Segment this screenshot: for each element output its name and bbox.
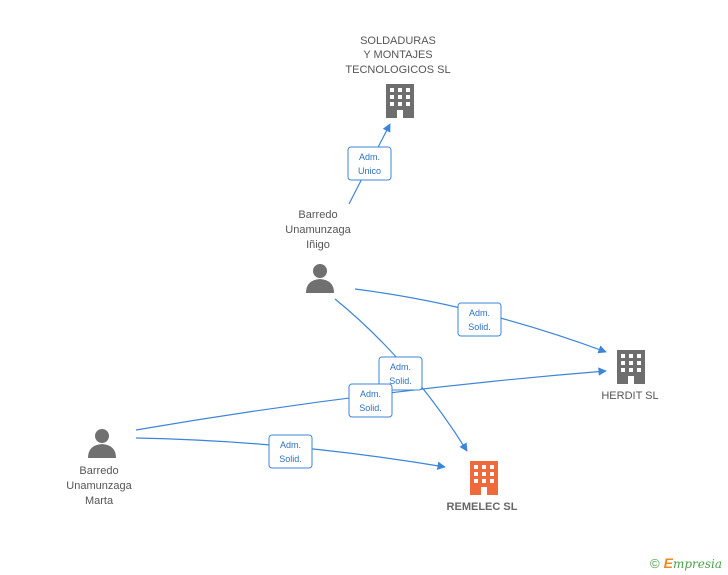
person-icon (88, 429, 116, 458)
edge-label-text: Adm. (469, 308, 490, 318)
edge-label-2[interactable]: Adm. Solid. (378, 356, 423, 391)
building-icon (617, 350, 645, 384)
edge-label-text: Solid. (279, 454, 302, 464)
edge-label-0[interactable]: Adm. Unico (347, 146, 392, 181)
node-label: Marta (85, 495, 114, 507)
building-icon (386, 84, 414, 118)
node-label: SOLDADURAS (360, 35, 436, 47)
edge-label-text: Unico (358, 166, 381, 176)
node-label: Y MONTAJES (363, 49, 432, 61)
person-icon (306, 264, 334, 293)
edge-label-4[interactable]: Adm. Solid. (268, 434, 313, 469)
node-label: Barredo (79, 465, 118, 477)
node-label: TECNOLOGICOS SL (345, 64, 450, 76)
node-marta[interactable]: Barredo Unamunzaga Marta (66, 429, 133, 507)
brand-logo[interactable]: Empresia (663, 555, 722, 571)
copyright-icon: © (650, 555, 660, 571)
edge-label-text: Solid. (359, 403, 382, 413)
edge-label-text: Adm. (280, 440, 301, 450)
building-icon (470, 461, 498, 495)
node-label: Unamunzaga (66, 480, 132, 492)
edge-label-3[interactable]: Adm. Solid. (348, 383, 393, 418)
node-herdit[interactable]: HERDIT SL (601, 350, 659, 402)
node-soldaduras[interactable]: SOLDADURAS Y MONTAJES TECNOLOGICOS SL (345, 35, 451, 118)
node-label: HERDIT SL (601, 390, 658, 402)
node-label: Barredo (298, 209, 337, 221)
edge-label-text: Solid. (389, 376, 412, 386)
node-remelec[interactable]: REMELEC SL (447, 461, 518, 513)
edge-label-text: Solid. (468, 322, 491, 332)
node-label: Unamunzaga (285, 224, 351, 236)
edge-label-text: Adm. (390, 362, 411, 372)
footer-brand: © Empresia (650, 555, 722, 571)
node-label: REMELEC SL (447, 501, 518, 513)
node-label: Iñigo (306, 239, 330, 251)
edge-label-text: Adm. (359, 152, 380, 162)
edge-label-1[interactable]: Adm. Solid. (457, 302, 502, 337)
edge-label-text: Adm. (360, 389, 381, 399)
node-inigo[interactable]: Barredo Unamunzaga Iñigo (285, 209, 352, 293)
